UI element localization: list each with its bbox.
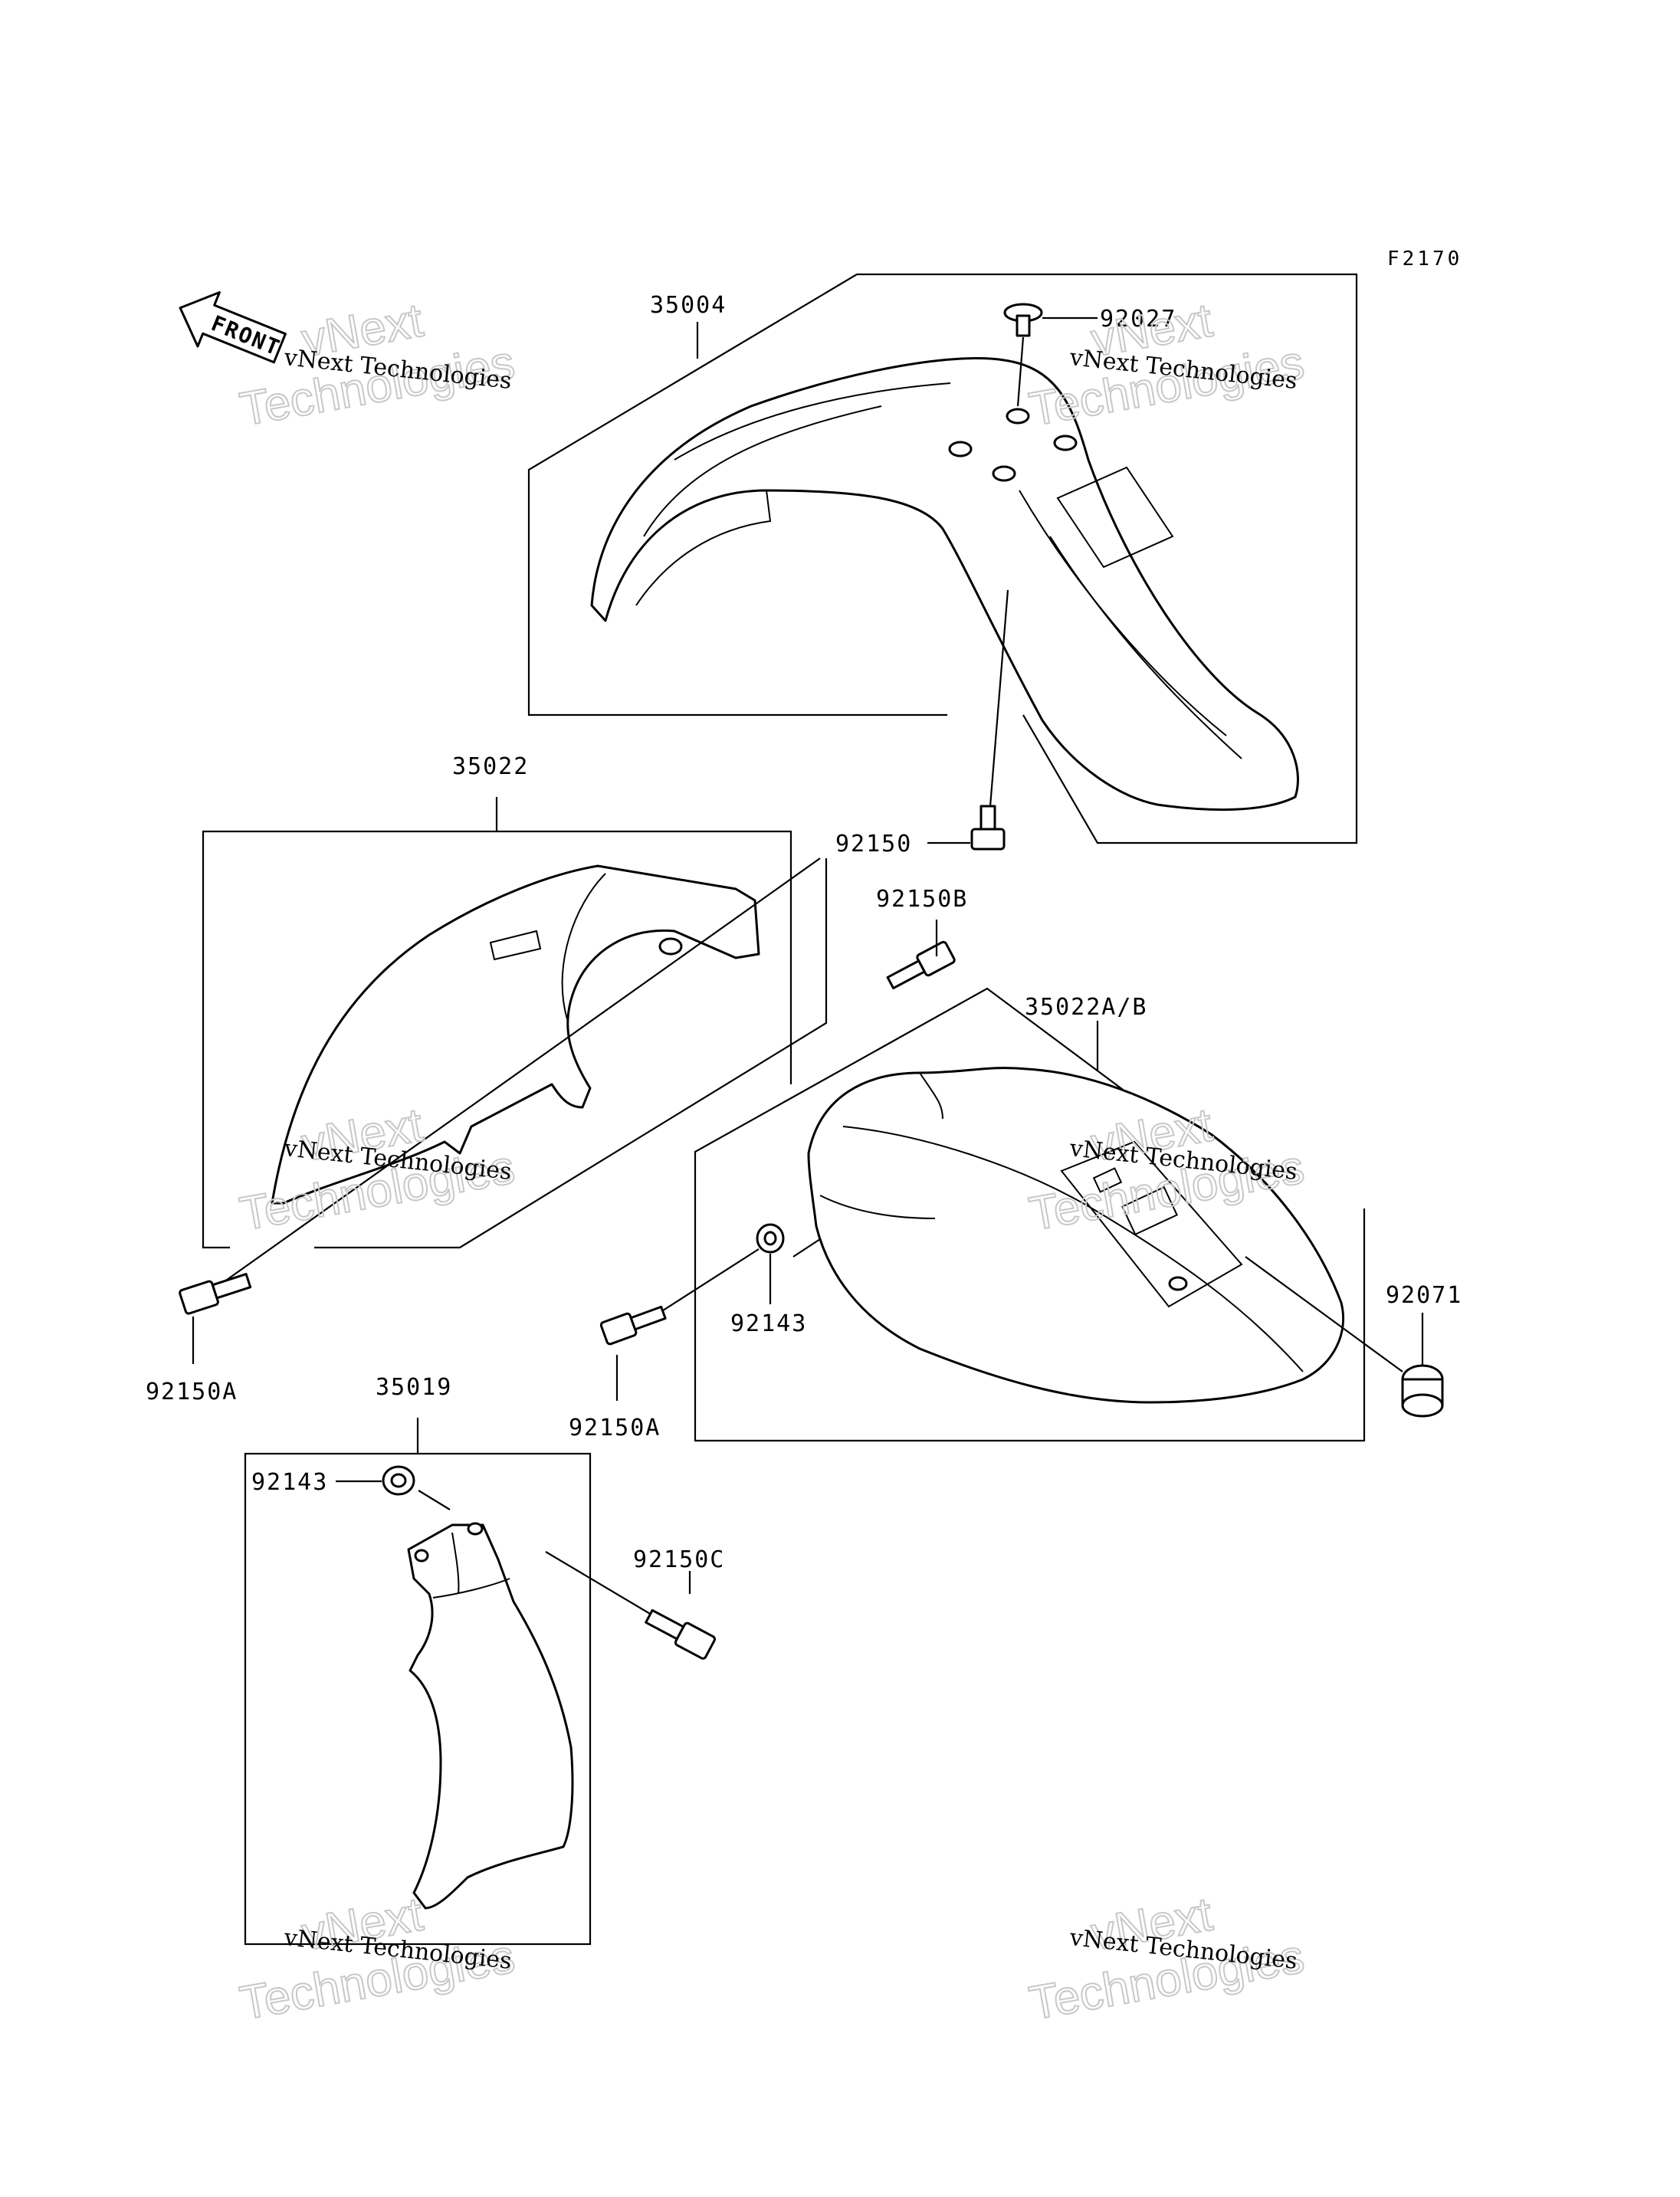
fork-guard	[407, 1522, 574, 1910]
bolt-92150A-left	[179, 1273, 252, 1315]
label-92143-bottom: 92143	[251, 1469, 328, 1496]
label-35004: 35004	[650, 292, 727, 319]
bolt-92150B	[886, 940, 956, 990]
washer-92143-mid	[756, 1223, 785, 1254]
rear-fender-outer	[807, 1067, 1345, 1404]
rear-fender-inner	[271, 864, 760, 1205]
label-35022AB: 35022A/B	[1025, 994, 1148, 1021]
label-92150: 92150	[835, 831, 912, 857]
bolt-92150	[970, 805, 1006, 851]
grommet-92071	[1401, 1364, 1444, 1418]
label-92150A-mid: 92150A	[569, 1415, 661, 1441]
front-fender	[590, 357, 1299, 812]
label-92027: 92027	[1100, 306, 1176, 333]
front-direction-arrow-icon: FRONT	[179, 291, 287, 364]
label-92150A-left: 92150A	[146, 1379, 238, 1405]
label-92143-mid: 92143	[730, 1310, 807, 1337]
label-92150C: 92150C	[633, 1546, 725, 1573]
label-92071: 92071	[1386, 1282, 1462, 1309]
frame-35004	[527, 273, 1358, 844]
bolt-92150C	[645, 1608, 716, 1660]
label-35022: 35022	[452, 753, 529, 780]
figure-code: F2170	[1387, 248, 1462, 271]
washer-92143-bottom	[382, 1465, 415, 1496]
label-35019: 35019	[376, 1374, 452, 1401]
bolt-92150A-mid	[599, 1305, 667, 1346]
screw-92027	[1003, 303, 1043, 337]
label-92150B: 92150B	[876, 886, 968, 913]
frame-35022AB	[694, 987, 1366, 1442]
frame-35022	[202, 830, 792, 1249]
